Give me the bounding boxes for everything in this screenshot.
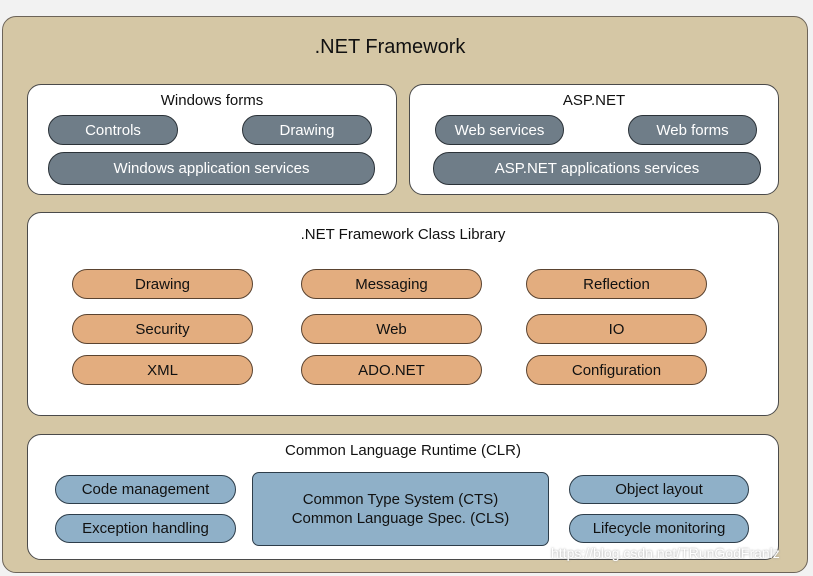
library-io-pill: IO (526, 314, 707, 344)
web-services-pill: Web services (435, 115, 564, 145)
object-layout-pill: Object layout (569, 475, 749, 504)
cts-label: Common Type System (CTS) (302, 491, 499, 508)
diagram-title: .NET Framework (314, 36, 466, 58)
web-forms-pill: Web forms (628, 115, 757, 145)
windows-forms-title: Windows forms (160, 92, 264, 109)
library-web-pill: Web (301, 314, 482, 344)
code-management-pill: Code management (55, 475, 236, 504)
watermark-url: https://blog.csdn.net/TRunGodFranlz (551, 545, 780, 561)
clr-title: Common Language Runtime (CLR) (285, 442, 521, 459)
cts-cls-box: Common Type System (CTS) Common Language… (252, 472, 549, 546)
aspnet-title: ASP.NET (562, 92, 626, 109)
library-security-pill: Security (72, 314, 253, 344)
class-library-panel: .NET Framework Class Library Drawing Mes… (27, 212, 779, 416)
cls-label: Common Language Spec. (CLS) (291, 510, 510, 527)
aspnet-panel: ASP.NET Web services Web forms ASP.NET a… (409, 84, 779, 195)
lifecycle-monitoring-pill: Lifecycle monitoring (569, 514, 749, 543)
windows-forms-panel: Windows forms Controls Drawing Windows a… (27, 84, 397, 195)
library-reflection-pill: Reflection (526, 269, 707, 299)
library-drawing-pill: Drawing (72, 269, 253, 299)
exception-handling-pill: Exception handling (55, 514, 236, 543)
windows-application-services-pill: Windows application services (48, 152, 375, 185)
library-configuration-pill: Configuration (526, 355, 707, 385)
library-messaging-pill: Messaging (301, 269, 482, 299)
aspnet-applications-services-pill: ASP.NET applications services (433, 152, 761, 185)
library-adonet-pill: ADO.NET (301, 355, 482, 385)
clr-panel: Common Language Runtime (CLR) Code manag… (27, 434, 779, 560)
drawing-pill: Drawing (242, 115, 372, 145)
controls-pill: Controls (48, 115, 178, 145)
library-xml-pill: XML (72, 355, 253, 385)
class-library-title: .NET Framework Class Library (300, 226, 506, 243)
